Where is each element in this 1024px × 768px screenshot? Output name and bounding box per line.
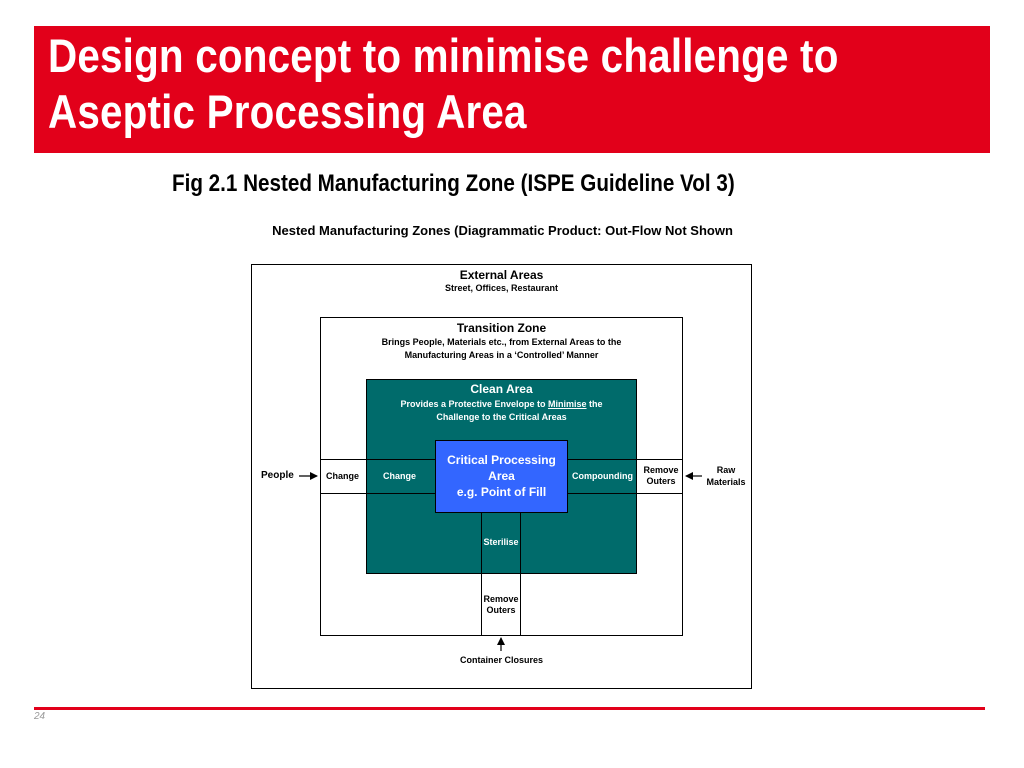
- footer-rule: [34, 707, 985, 710]
- remove-outers-bottom-label: Remove Outers: [481, 594, 521, 616]
- critical-area-line1: Critical Processing: [447, 453, 556, 467]
- left-corridor-bottom-line: [320, 493, 366, 494]
- container-closures-label: Container Closures: [459, 655, 544, 665]
- remove-outers-right-line2: Outers: [646, 476, 676, 486]
- page-number: 24: [34, 711, 46, 722]
- right-corridor-top-line: [637, 459, 683, 460]
- clean-area-subtitle-pre: Provides a Protective Envelope to: [400, 399, 549, 409]
- raw-materials-label: Raw Materials: [700, 464, 752, 488]
- clean-left-corridor-top-line: [366, 459, 435, 460]
- clean-area-subtitle-post: the: [586, 399, 603, 409]
- clean-area-title: Clean Area: [470, 382, 533, 396]
- transition-zone-subtitle-line1: Brings People, Materials etc., from Exte…: [381, 337, 622, 347]
- compounding-label: Compounding: [572, 471, 633, 481]
- bottom-corridor-right-line: [520, 573, 521, 636]
- clean-area-subtitle: Provides a Protective Envelope to Minimi…: [366, 398, 637, 424]
- title-banner: [34, 26, 990, 153]
- external-areas-subtitle: Street, Offices, Restaurant: [444, 283, 559, 293]
- critical-processing-area-box: [435, 440, 568, 513]
- change-transition-label: Change: [326, 471, 360, 481]
- slide-title: Design concept to minimise challenge to …: [48, 29, 839, 138]
- remove-outers-bottom-line2: Outers: [486, 605, 516, 615]
- transition-zone-title: Transition Zone: [456, 321, 547, 335]
- figure-title: Fig 2.1 Nested Manufacturing Zone (ISPE …: [172, 170, 735, 197]
- clean-bottom-corridor-left-line: [481, 513, 482, 573]
- remove-outers-right-line1: Remove: [643, 465, 679, 475]
- critical-area-line3: e.g. Point of Fill: [456, 485, 547, 499]
- sterilise-label: Sterilise: [483, 537, 519, 547]
- clean-right-corridor-top-line: [568, 459, 637, 460]
- clean-area-subtitle-emph: Minimise: [548, 399, 587, 409]
- clean-bottom-corridor-right-line: [520, 513, 521, 573]
- raw-materials-line2: Materials: [706, 477, 746, 487]
- critical-area-text: Critical Processing Area e.g. Point of F…: [435, 452, 568, 500]
- raw-materials-line1: Raw: [716, 465, 736, 475]
- external-areas-title: External Areas: [459, 268, 544, 282]
- clean-area-subtitle-line2: Challenge to the Critical Areas: [436, 412, 567, 422]
- clean-left-corridor-bottom-line: [366, 493, 435, 494]
- right-corridor-bottom-line: [637, 493, 683, 494]
- transition-zone-subtitle-line2: Manufacturing Areas in a ‘Controlled’ Ma…: [404, 350, 599, 360]
- people-label: People: [261, 470, 294, 481]
- transition-zone-subtitle: Brings People, Materials etc., from Exte…: [320, 336, 683, 362]
- remove-outers-bottom-line1: Remove: [483, 594, 519, 604]
- remove-outers-right-label: Remove Outers: [640, 465, 682, 487]
- clean-right-corridor-bottom-line: [568, 493, 637, 494]
- change-clean-label: Change: [383, 471, 417, 481]
- left-corridor-top-line: [320, 459, 366, 460]
- diagram-subtitle: Nested Manufacturing Zones (Diagrammatic…: [272, 223, 733, 238]
- critical-area-line2: Area: [488, 469, 515, 483]
- bottom-corridor-left-line: [481, 573, 482, 636]
